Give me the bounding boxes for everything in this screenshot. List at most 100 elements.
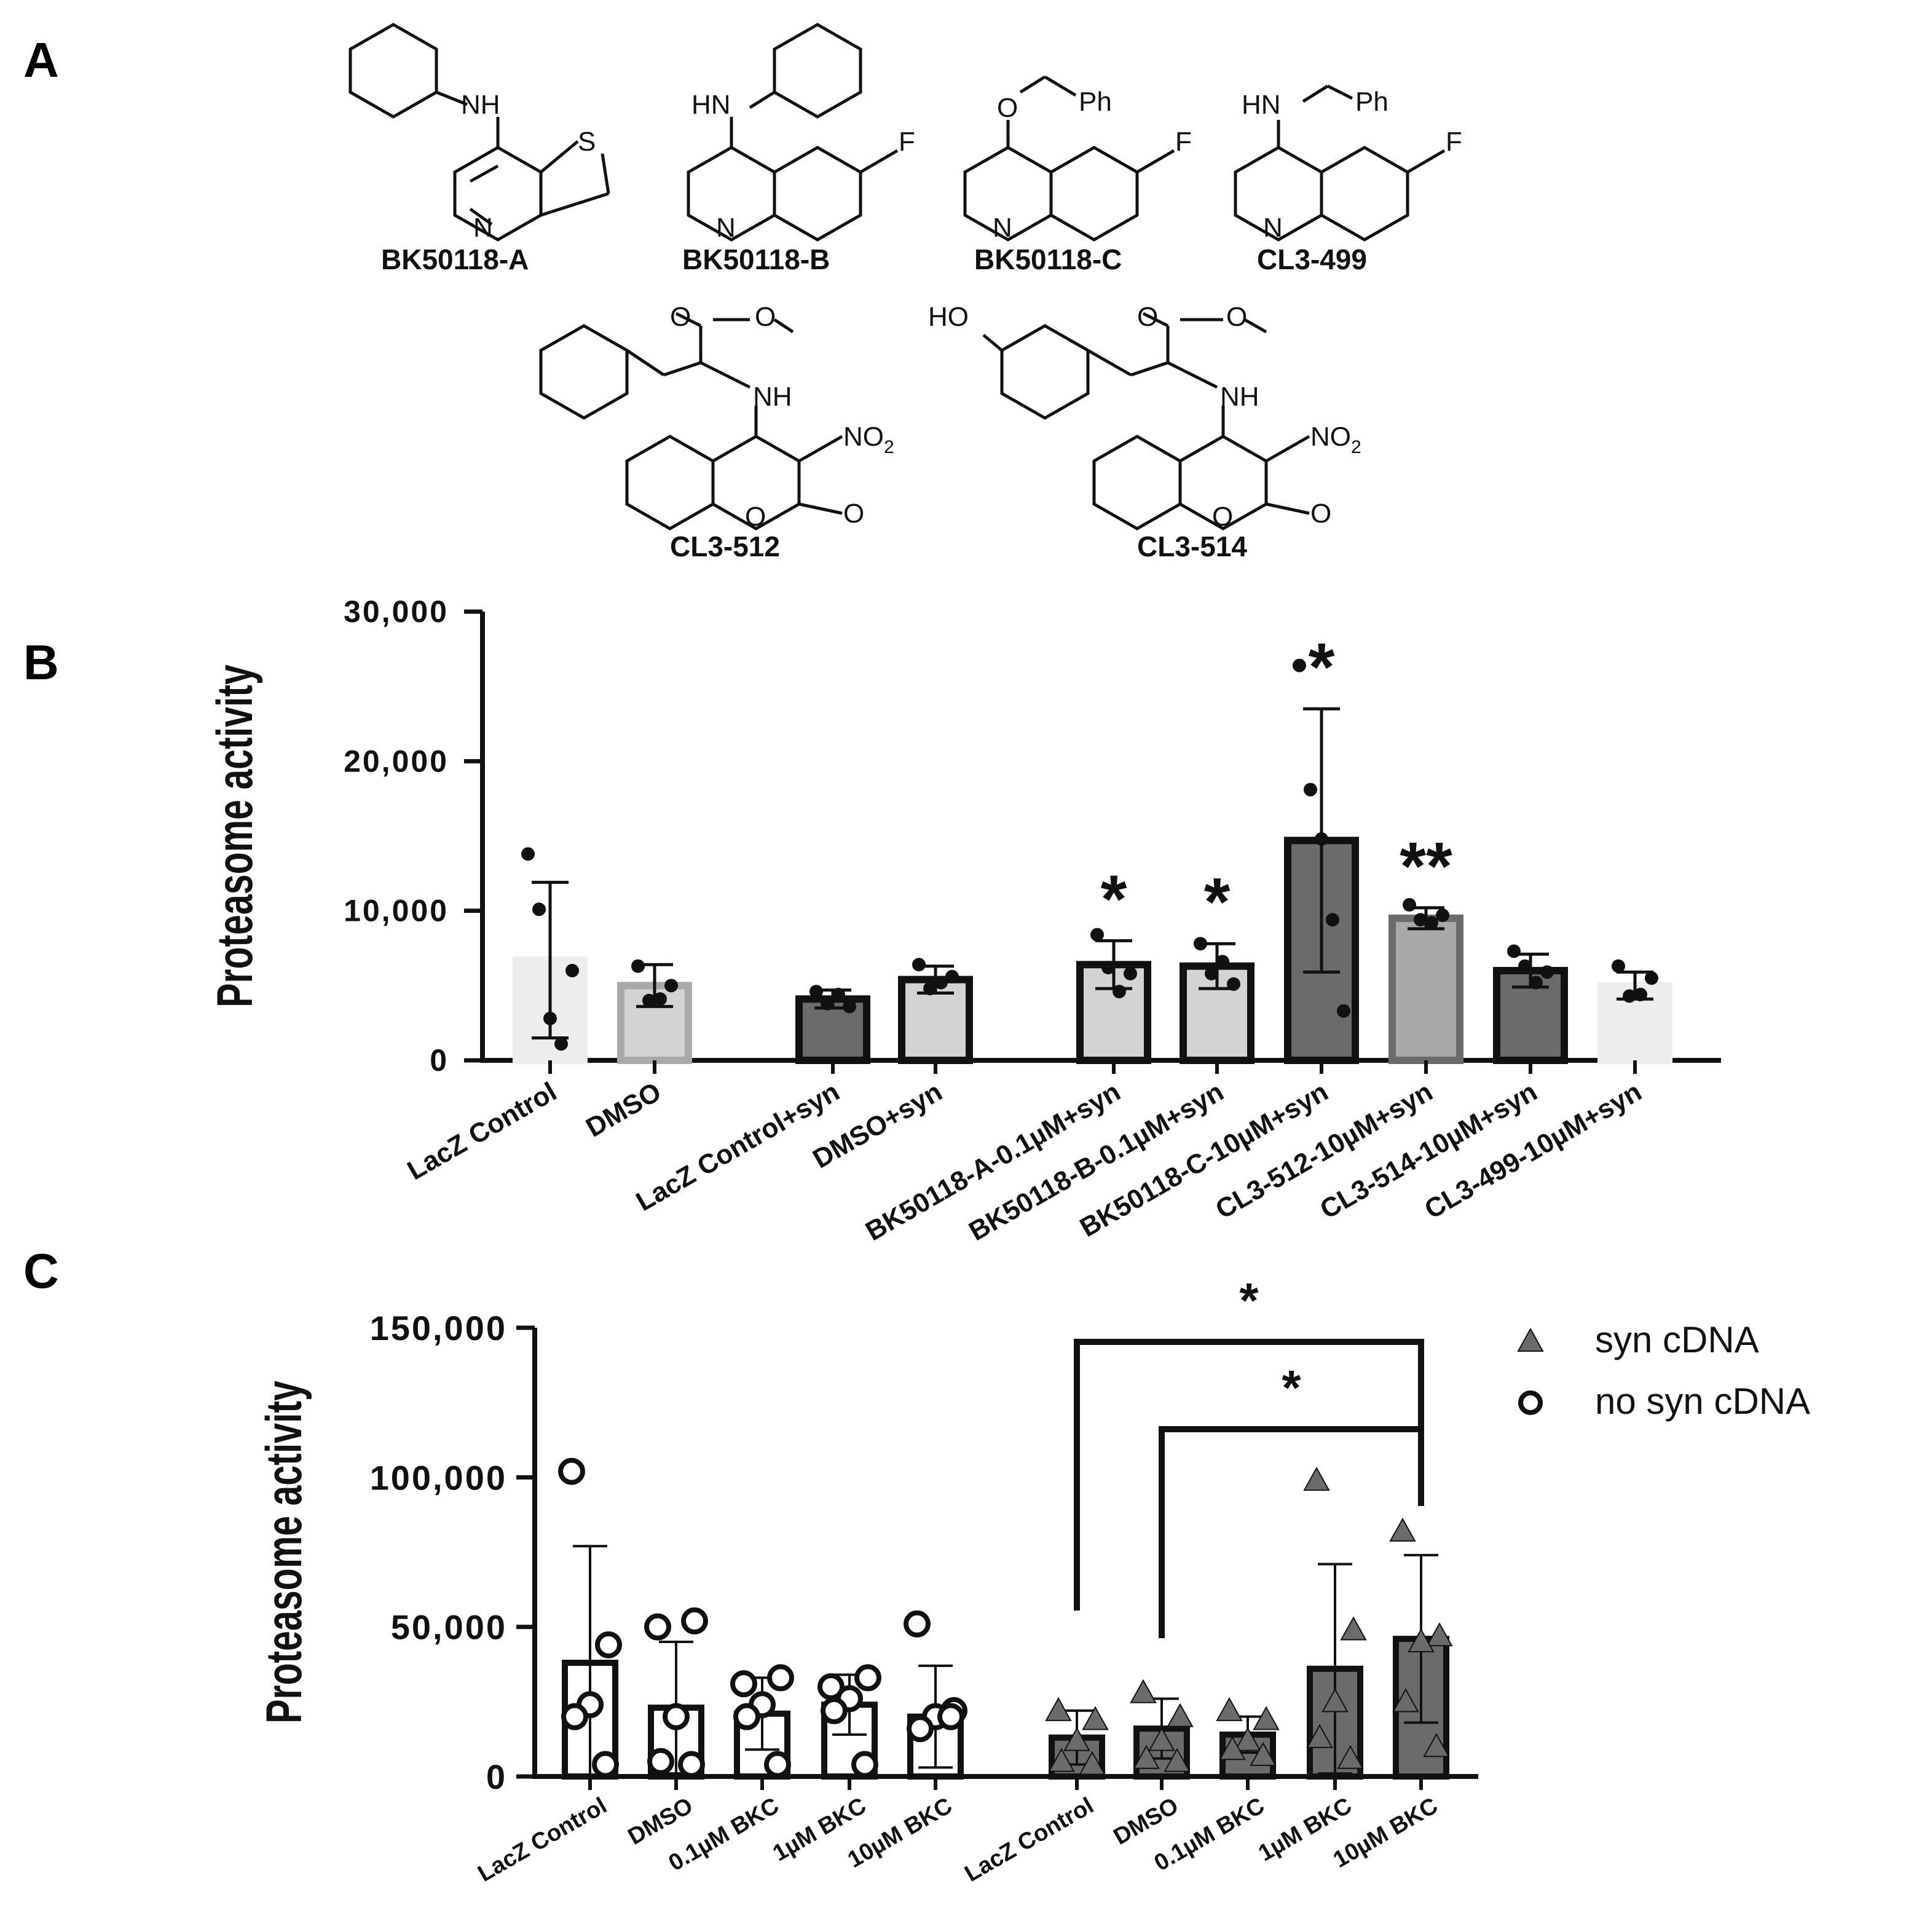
compound-label-cl3-499: CL3-499 <box>1257 243 1367 275</box>
data-point <box>521 847 535 861</box>
data-point <box>664 979 678 993</box>
data-point-triangle <box>1250 1741 1277 1766</box>
data-point <box>1645 971 1658 985</box>
data-point <box>843 1000 856 1014</box>
compound-label-bk50118-c: BK50118-C <box>974 243 1122 275</box>
data-point-triangle <box>1130 1679 1157 1703</box>
data-point-circle <box>663 1703 690 1730</box>
atom-o: O <box>997 93 1018 123</box>
atom-hn: HN <box>691 90 731 120</box>
y-tick-label: 20,000 <box>344 744 449 778</box>
data-point <box>1194 937 1207 951</box>
data-point-triangle <box>1321 1688 1349 1713</box>
panel-letter-a: A <box>23 33 59 87</box>
panel-a-structures: A NH S N BK50118-A HN F N BK501 <box>23 23 1462 562</box>
structure-cl3-514 <box>982 312 1310 530</box>
y-axis-label: Proteasome activity <box>207 664 264 1007</box>
data-point-circle <box>854 1664 881 1692</box>
data-point-triangle <box>1337 1745 1364 1769</box>
significance-label: * <box>1101 861 1127 937</box>
data-point <box>1227 977 1240 991</box>
significance-label: * <box>1282 1360 1301 1415</box>
data-point <box>1623 989 1636 1003</box>
data-point-triangle <box>1234 1727 1261 1751</box>
y-tick-label: 10,000 <box>344 894 449 928</box>
y-tick-label: 100,000 <box>370 1458 507 1497</box>
data-point <box>1216 955 1229 969</box>
compound-label-cl3-512: CL3-512 <box>670 530 780 562</box>
data-point <box>1518 959 1532 973</box>
data-point-circle <box>764 1751 791 1778</box>
legend-label: syn cDNA <box>1595 1319 1759 1360</box>
x-tick-label: LacZ Control <box>474 1792 612 1887</box>
data-point <box>1507 944 1521 958</box>
atom-f: F <box>1446 127 1462 157</box>
structure-cl3-499 <box>1234 84 1446 242</box>
structure-bk50118-a <box>349 23 610 242</box>
data-point <box>832 987 845 1001</box>
data-point <box>1403 897 1416 912</box>
data-point <box>1634 987 1647 1001</box>
data-point-triangle <box>1426 1622 1453 1647</box>
data-point <box>821 996 834 1011</box>
data-point <box>532 902 546 917</box>
data-point <box>1090 928 1104 942</box>
data-point-circle <box>647 1748 674 1775</box>
data-point <box>912 958 926 972</box>
data-point-circle <box>730 1670 757 1698</box>
atom-n: N <box>473 213 493 243</box>
x-tick-label: LacZ Control <box>403 1076 562 1186</box>
comparison-bracket <box>1159 1426 1424 1638</box>
structure-bk50118-b <box>687 23 899 242</box>
panel-letter-b: B <box>23 635 59 690</box>
data-point <box>1113 985 1126 999</box>
atom-o: O <box>1137 302 1158 332</box>
atom-no: NO <box>843 422 884 452</box>
data-point <box>565 964 579 977</box>
comparison-bracket <box>1074 1339 1424 1611</box>
data-point-triangle <box>1045 1697 1072 1721</box>
atom-ph: Ph <box>1079 87 1112 117</box>
data-point-triangle <box>1340 1616 1367 1641</box>
data-point-circle <box>644 1613 671 1641</box>
data-point-triangle <box>1219 1736 1246 1760</box>
data-point-circle <box>595 1631 622 1658</box>
data-point <box>631 959 645 973</box>
data-point-triangle <box>1133 1745 1160 1769</box>
data-point <box>543 1011 557 1025</box>
atom-o: O <box>1226 302 1247 332</box>
y-tick-label: 150,000 <box>370 1309 507 1347</box>
atom-o: O <box>670 302 691 332</box>
atom-o: O <box>745 502 766 532</box>
data-point-triangle <box>1167 1703 1194 1727</box>
data-point-circle <box>937 1703 964 1730</box>
structure-bk50118-c <box>963 75 1175 242</box>
data-point-triangle <box>1389 1517 1416 1542</box>
atom-n: N <box>716 213 736 243</box>
data-point <box>1315 832 1328 846</box>
panel-letter-c: C <box>23 1244 59 1298</box>
data-point-triangle <box>1079 1751 1106 1775</box>
significance-label: * <box>1309 629 1335 705</box>
atom-hn: HN <box>1242 90 1281 120</box>
atom-ho: HO <box>928 302 969 332</box>
data-point <box>1436 908 1449 922</box>
compound-label-bk50118-b: BK50118-B <box>682 243 830 275</box>
data-point-circle <box>907 1715 934 1743</box>
atom-o: O <box>1212 502 1233 532</box>
atom-sub-2: 2 <box>884 437 894 457</box>
atom-n: N <box>993 213 1012 243</box>
data-point <box>1326 913 1339 927</box>
data-point <box>1337 1004 1350 1018</box>
atom-f: F <box>1175 127 1192 157</box>
compound-label-cl3-514: CL3-514 <box>1137 530 1247 562</box>
atom-s: S <box>578 127 596 157</box>
data-point-circle <box>904 1610 931 1638</box>
data-point-circle <box>851 1751 878 1778</box>
atom-ph: Ph <box>1355 87 1388 117</box>
atom-o: O <box>843 499 864 529</box>
data-point <box>923 982 937 996</box>
legend-marker-no-syn-cdna <box>1518 1390 1543 1415</box>
